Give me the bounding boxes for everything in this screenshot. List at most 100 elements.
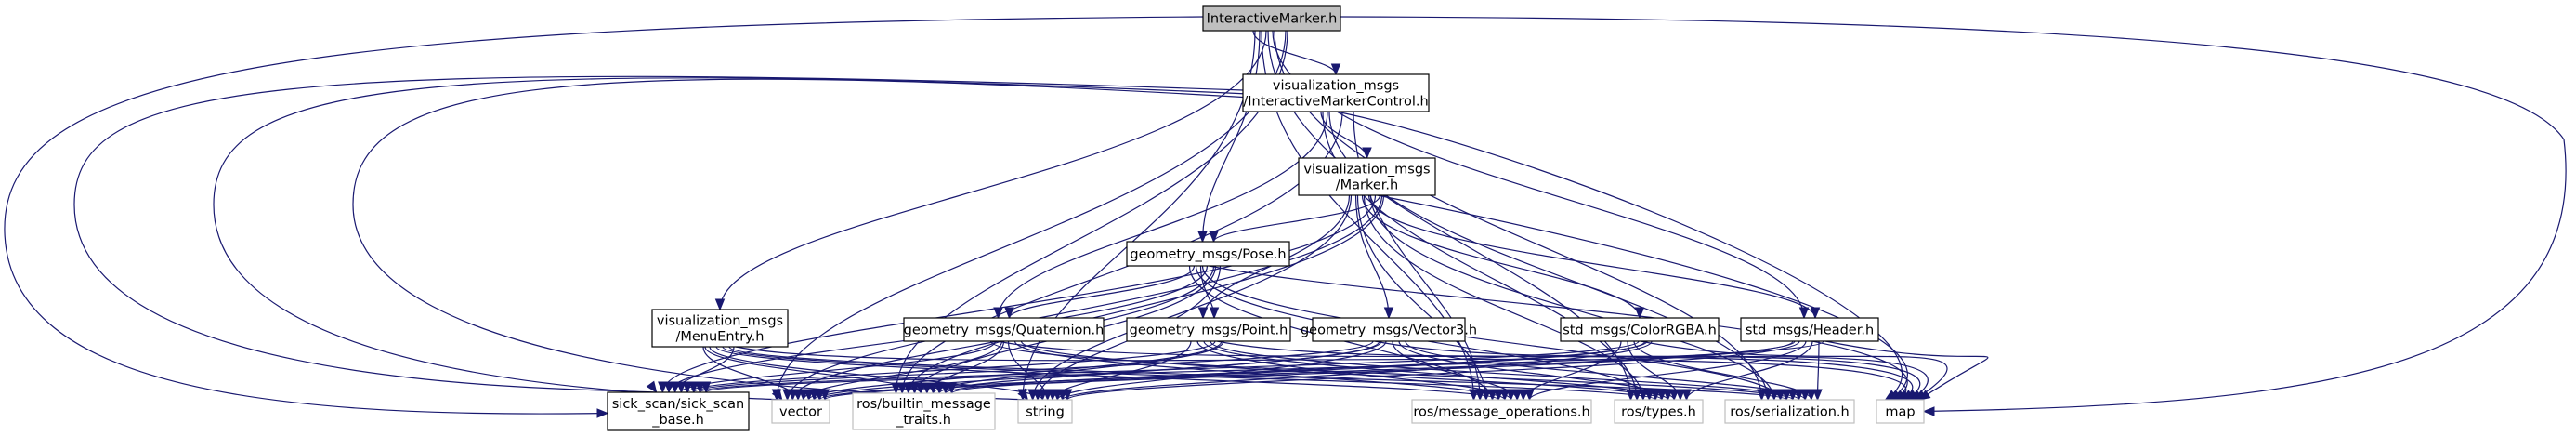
arrowhead-icon — [1524, 389, 1535, 402]
node-label: _traits.h — [896, 413, 951, 428]
edge-root-to-map — [1340, 16, 2567, 416]
node-box — [1298, 157, 1436, 196]
node-pose[interactable]: geometry_msgs/Pose.h — [1126, 241, 1290, 267]
edge-colorrgba-to-serialization — [1633, 340, 1817, 402]
node-msgops: ros/message_operations.h — [1411, 399, 1592, 424]
arrowhead-icon — [1917, 390, 1931, 401]
nodes-layer: InteractiveMarker.h visualization_msgs/In… — [607, 5, 1925, 431]
node-root[interactable]: InteractiveMarker.h — [1202, 5, 1341, 32]
edge-imc-to-marker — [1320, 111, 1372, 160]
node-box — [1724, 399, 1855, 424]
node-label: ros/types.h — [1621, 405, 1696, 420]
node-box — [651, 309, 789, 348]
arrowhead-icon — [688, 381, 699, 394]
edge-line — [1367, 194, 1816, 319]
edge-marker-to-header — [1367, 194, 1821, 320]
edge-line — [1252, 30, 1337, 75]
arrowhead-icon — [1062, 389, 1073, 402]
node-quaternion[interactable]: geometry_msgs/Quaternion.h — [903, 317, 1105, 342]
node-label: geometry_msgs/Pose.h — [1130, 247, 1286, 262]
node-traits: ros/builtin_message_traits.h — [852, 392, 996, 430]
node-label: map — [1885, 405, 1915, 420]
edge-line — [1374, 340, 1929, 401]
arrowhead-icon — [1004, 307, 1014, 320]
edge-line — [1356, 194, 1487, 401]
edge-line — [1008, 265, 1196, 319]
edge-line — [702, 346, 799, 401]
arrowhead-icon — [819, 389, 830, 402]
node-label: visualization_msgs — [657, 314, 783, 329]
edge-header-to-sickscan — [700, 340, 1824, 394]
node-box — [1242, 73, 1430, 112]
arrowhead-icon — [658, 381, 668, 394]
node-header[interactable]: std_msgs/Header.h — [1740, 317, 1879, 342]
node-imc[interactable]: visualization_msgs/InteractiveMarkerCont… — [1242, 73, 1430, 112]
edge-line — [1201, 265, 1782, 401]
node-map: map — [1876, 399, 1925, 424]
edge-line — [1640, 340, 1948, 401]
arrowhead-icon — [1922, 406, 1935, 416]
node-label: /InteractiveMarkerControl.h — [1243, 95, 1428, 110]
edge-line — [997, 111, 1328, 319]
node-colorrgba[interactable]: std_msgs/ColorRGBA.h — [1560, 317, 1720, 342]
edge-line — [693, 340, 1374, 393]
arrowhead-icon — [695, 381, 705, 394]
edge-marker-to-vector3 — [1354, 194, 1394, 320]
edge-imc-to-vector — [213, 77, 1244, 402]
edge-line — [1398, 340, 1675, 401]
node-box — [852, 392, 996, 430]
edge-line — [1392, 340, 1518, 401]
edge-header-to-string — [1062, 340, 1800, 402]
arrowhead-icon — [1209, 231, 1219, 244]
edge-vector3-to-sickscan — [688, 340, 1374, 394]
node-label: /MenuEntry.h — [675, 330, 764, 345]
arrowhead-icon — [1362, 147, 1372, 160]
edge-vector3-to-serialization — [1405, 340, 1811, 402]
node-label: geometry_msgs/Vector3.h — [1301, 324, 1477, 338]
node-vector3[interactable]: geometry_msgs/Vector3.h — [1301, 317, 1477, 342]
edge-marker-to-map — [1377, 194, 1908, 401]
edge-line — [989, 340, 1794, 401]
arrowhead-icon — [670, 381, 680, 394]
arrowhead-icon — [1197, 307, 1209, 320]
edge-header-to-msgops — [1524, 340, 1807, 402]
edge-vector3-to-types — [1398, 340, 1680, 402]
edge-line — [1377, 194, 1908, 401]
node-label: ros/serialization.h — [1730, 405, 1849, 420]
edge-line — [1340, 16, 2567, 413]
edge-line — [73, 75, 1244, 393]
arrowhead-icon — [714, 298, 726, 311]
edge-line — [1354, 194, 1390, 319]
arrowhead-icon — [891, 382, 901, 395]
node-label: InteractiveMarker.h — [1207, 12, 1338, 27]
arrowhead-icon — [596, 408, 609, 418]
arrowhead-icon — [1798, 307, 1810, 320]
node-box — [1126, 241, 1290, 267]
edge-header-to-map — [1824, 340, 1989, 401]
edge-root-to-sickscan — [4, 16, 1204, 418]
arrowhead-icon — [1806, 389, 1817, 402]
node-box — [1560, 317, 1720, 342]
node-menuentry[interactable]: visualization_msgs/MenuEntry.h — [651, 309, 789, 348]
node-point[interactable]: geometry_msgs/Point.h — [1126, 317, 1291, 342]
node-box — [1017, 399, 1073, 424]
edge-imc-to-sickscan — [73, 75, 1244, 394]
node-label: geometry_msgs/Point.h — [1130, 324, 1288, 338]
node-box — [1126, 317, 1291, 342]
arrowhead-icon — [1775, 389, 1785, 402]
edge-line — [705, 340, 1824, 393]
node-box — [1312, 317, 1466, 342]
edge-line — [704, 346, 922, 394]
edge-header-to-traits — [947, 340, 1796, 395]
edges-layer — [4, 16, 2567, 418]
node-marker[interactable]: visualization_msgs/Marker.h — [1298, 157, 1436, 196]
arrowhead-icon — [1511, 389, 1523, 402]
node-sickscan[interactable]: sick_scan/sick_scan_base.h — [607, 391, 750, 431]
node-label: _base.h — [651, 413, 704, 428]
arrowhead-icon — [947, 382, 957, 395]
edge-header-to-serialization — [1812, 340, 1823, 402]
arrowhead-icon — [1668, 389, 1680, 402]
edge-line — [1066, 340, 1800, 401]
edge-line — [1020, 340, 1663, 401]
edge-line — [1201, 30, 1261, 243]
